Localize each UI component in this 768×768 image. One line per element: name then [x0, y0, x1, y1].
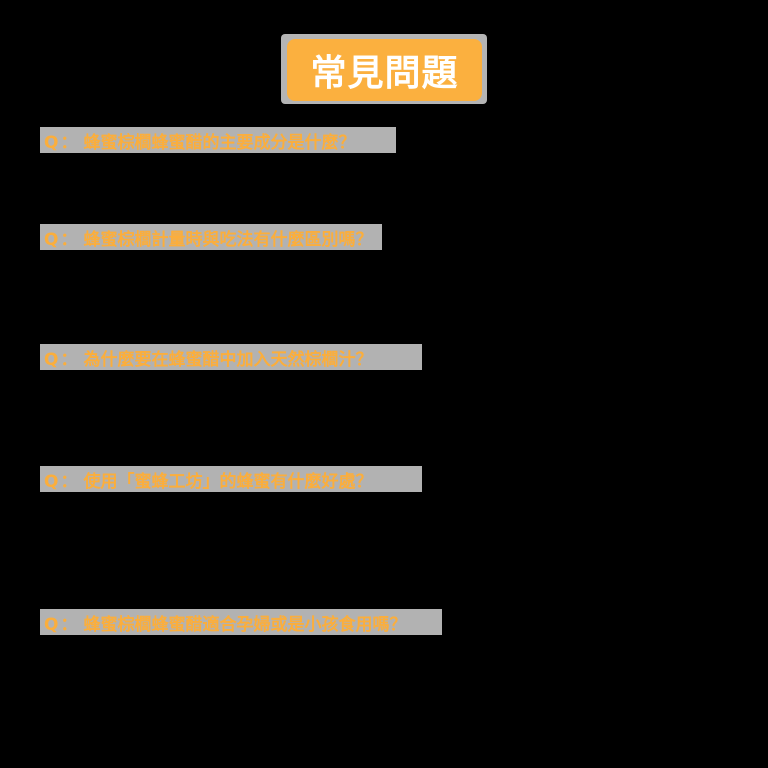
page-title-badge: 常見問題	[287, 39, 482, 101]
faq-question-3[interactable]: Q： 為什麼要在蜂蜜醋中加入天然棕櫚汁？	[40, 344, 422, 370]
question-prefix: Q：	[44, 614, 80, 635]
question-text: 蜂蜜棕櫚蜂蜜醋適合孕婦或是小孩食用嗎？	[83, 614, 407, 635]
question-text: 使用「蜜蜂工坊」的蜂蜜有什麼好處？	[83, 471, 373, 492]
page-title: 常見問題	[310, 53, 459, 94]
faq-question-2[interactable]: Q： 蜂蜜棕櫚計量時與吃法有什麼區別嗎？	[40, 224, 382, 250]
question-text: 蜂蜜棕櫚蜂蜜醋的主要成分是什麼？	[83, 132, 356, 153]
question-prefix: Q：	[44, 471, 80, 492]
faq-question-4[interactable]: Q： 使用「蜜蜂工坊」的蜂蜜有什麼好處？	[40, 466, 422, 492]
faq-question-1[interactable]: Q： 蜂蜜棕櫚蜂蜜醋的主要成分是什麼？	[40, 127, 396, 153]
question-prefix: Q：	[44, 132, 80, 153]
question-text: 為什麼要在蜂蜜醋中加入天然棕櫚汁？	[83, 349, 373, 370]
question-text: 蜂蜜棕櫚計量時與吃法有什麼區別嗎？	[83, 229, 373, 250]
faq-question-5[interactable]: Q： 蜂蜜棕櫚蜂蜜醋適合孕婦或是小孩食用嗎？	[40, 609, 442, 635]
question-prefix: Q：	[44, 229, 80, 250]
question-prefix: Q：	[44, 349, 80, 370]
